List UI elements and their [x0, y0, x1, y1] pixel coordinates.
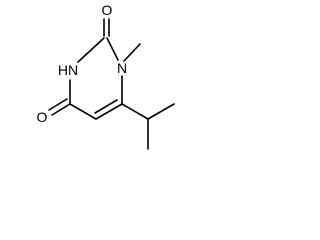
bond-c6-ch — [121, 103, 149, 120]
atom-oxygen-bottom: O — [37, 109, 48, 125]
atom-oxygen-top: O — [102, 2, 113, 18]
chemical-structure-diagram: O HN N O — [37, 2, 175, 150]
bond-c4-o-1 — [51, 103, 71, 116]
bond-ch-methyl-a — [147, 103, 175, 120]
atom-nitrogen-methyl: N — [117, 60, 127, 76]
bonds — [48, 18, 175, 150]
bond-c2-n1 — [106, 37, 119, 61]
bond-n3-c2 — [77, 37, 105, 63]
atom-nh: HN — [58, 62, 78, 78]
bond-c6-c5-1 — [95, 103, 123, 120]
bond-n1-methyl — [123, 43, 141, 62]
atom-labels: O HN N O — [37, 2, 128, 125]
bond-c5-c4 — [69, 103, 97, 120]
bond-c6-c5-2 — [94, 99, 118, 114]
bond-c4-o-2 — [48, 98, 68, 111]
